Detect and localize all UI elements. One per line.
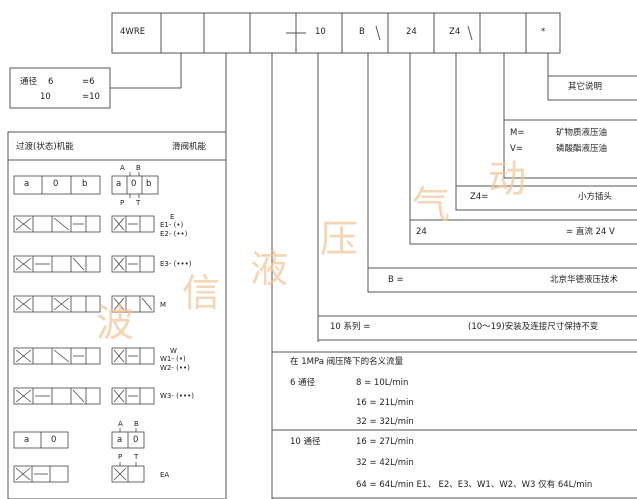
cell-letter: 0: [131, 179, 137, 189]
cell-letter: 0: [51, 435, 57, 445]
cell-letter: 0: [53, 179, 59, 189]
flow-row: 32 = 32L/min: [356, 417, 414, 427]
flow-row: 32 = 42L/min: [356, 458, 414, 468]
code-other: *: [541, 27, 546, 37]
bore-label: 通径: [20, 77, 38, 87]
port-label: T: [136, 199, 141, 207]
flow-row: 64 = 64L/min E1、 E2、E3、W1、W2、W3 仅有 64L/m…: [356, 480, 593, 490]
spool-title-right: 滑阀机能: [172, 142, 207, 152]
voltage-value: = 直流 24 V: [566, 227, 615, 237]
z4-label: Z4=: [470, 192, 489, 202]
port-label: P: [120, 199, 125, 207]
port-label: B: [136, 164, 141, 172]
flow-row: 8 = 10L/min: [356, 378, 409, 388]
spool-group-line: W3- (•••): [160, 392, 194, 400]
port-label: A: [118, 420, 123, 428]
version-value: 北京华德液压技术: [550, 275, 619, 285]
series-value: (10～19)安装及连接尺寸保持不变: [468, 322, 599, 332]
oil-m-value: 矿物质液压油: [556, 128, 608, 138]
cell-letter: a: [117, 435, 123, 445]
oil-m-label: M=: [510, 128, 525, 138]
code-version: B: [359, 27, 365, 37]
cell-letter: 0: [133, 435, 139, 445]
flow-row: 16 = 27L/min: [356, 437, 414, 447]
spool-group-line: M: [160, 301, 167, 309]
series-label: 10 系列 =: [330, 322, 371, 332]
watermark-char: 液: [250, 247, 289, 291]
flow-row: 16 = 21L/min: [356, 398, 414, 408]
spool-group-line: W1- (•): [160, 355, 186, 363]
code-voltage: 24: [406, 27, 417, 37]
cell-letter: a: [116, 179, 122, 189]
z4-value: 小方插头: [578, 192, 613, 202]
flow-bore6-label: 6 通径: [290, 378, 316, 388]
code-size: 10: [315, 27, 326, 37]
watermark-char: 波: [96, 301, 135, 345]
watermark-char: 气: [412, 183, 451, 227]
voltage-label: 24: [416, 227, 427, 237]
spool-group-line: E: [170, 213, 175, 221]
cell-letter: a: [24, 179, 30, 189]
bore-row1-left: 6: [48, 77, 54, 87]
spool-group-line: W2- (••): [160, 364, 190, 372]
cell-letter: b: [82, 179, 88, 189]
oil-v-label: V=: [510, 144, 523, 154]
spool-title-left: 过渡(状态)机能: [16, 142, 74, 152]
code-model: 4WRE: [120, 27, 146, 37]
watermark-char: 信: [182, 271, 221, 315]
flow-bore10-label: 10 通径: [290, 437, 321, 447]
other-desc: 其它说明: [568, 82, 603, 92]
port-label: T: [134, 453, 139, 461]
port-label: B: [134, 420, 139, 428]
watermark-char: 压: [320, 217, 359, 261]
spool-group-line: W: [170, 347, 177, 355]
cell-letter: a: [24, 435, 30, 445]
port-label: P: [118, 453, 123, 461]
code-connector: Z4: [449, 27, 461, 37]
oil-v-value: 磷酸酯液压油: [556, 144, 608, 154]
spool-group-line: E1- (•): [160, 221, 184, 229]
bore-row2-right: =10: [82, 92, 100, 102]
cell-letter: b: [146, 179, 152, 189]
spool-group-line: E2- (••): [160, 230, 188, 238]
bore-row2-left: 10: [40, 92, 51, 102]
spool-group-line: EA: [160, 471, 170, 479]
watermark-char: 动: [488, 157, 527, 201]
port-label: A: [120, 164, 125, 172]
version-label: B =: [388, 275, 404, 285]
bore-row1-right: =6: [82, 77, 95, 87]
spool-group-line: E3- (•••): [160, 260, 192, 268]
flow-title: 在 1MPa 阀压降下的名义流量: [290, 357, 404, 367]
